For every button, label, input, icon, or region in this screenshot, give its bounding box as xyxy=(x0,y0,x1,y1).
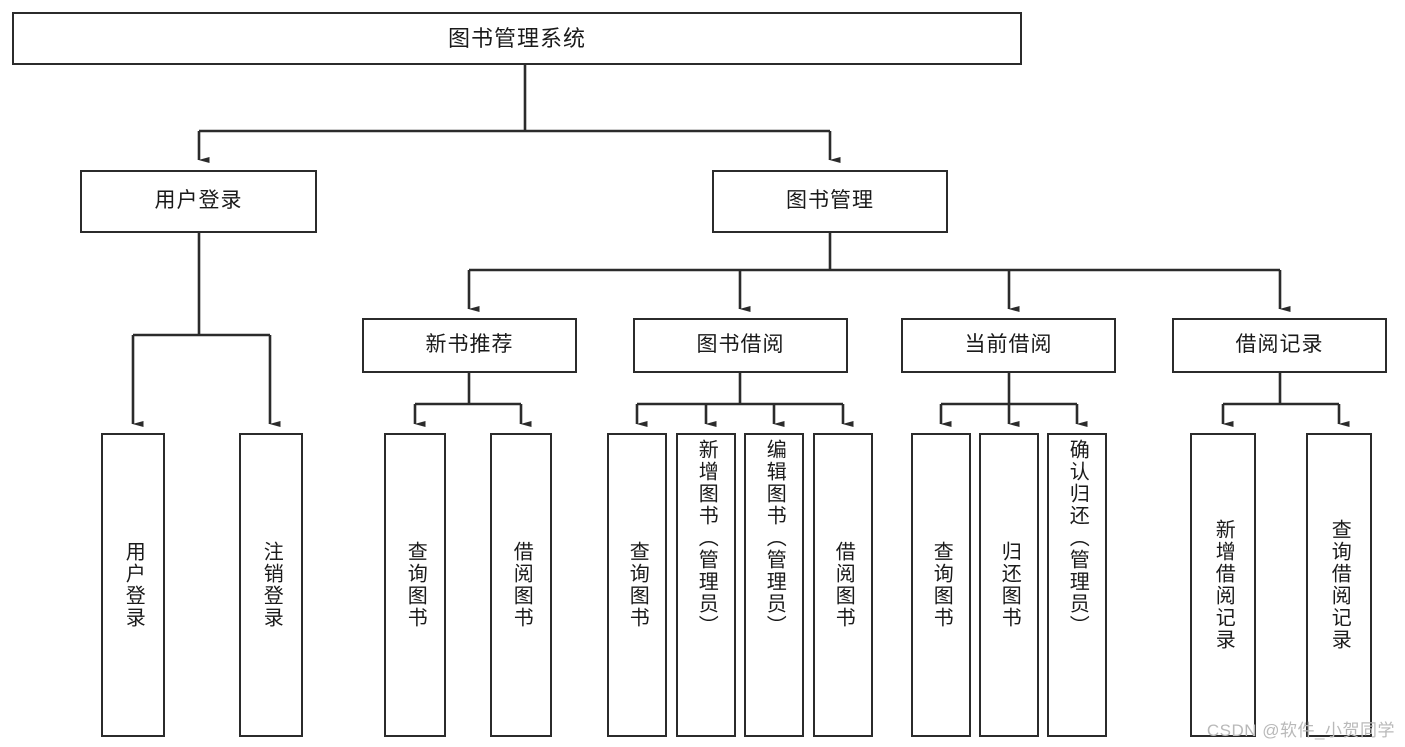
node-label: 新增借阅记录 xyxy=(1212,519,1235,651)
node-new-book-recommendation[interactable]: 新书推荐 xyxy=(362,318,577,373)
node-root-book-management-system[interactable]: 图书管理系统 xyxy=(12,12,1022,65)
node-label: 查询图书 xyxy=(930,541,953,629)
node-label: 当前借阅 xyxy=(964,333,1053,357)
node-book-borrowing[interactable]: 图书借阅 xyxy=(633,318,848,373)
leaf-confirm-return-admin[interactable]: 确认归还（管理员） xyxy=(1047,433,1107,737)
node-label: 新增图书（管理员） xyxy=(695,439,718,637)
node-label: 借阅图书 xyxy=(510,541,533,629)
node-current-borrowing[interactable]: 当前借阅 xyxy=(901,318,1116,373)
node-user-login[interactable]: 用户登录 xyxy=(80,170,317,233)
node-label: 图书管理 xyxy=(786,189,874,213)
node-label: 查询借阅记录 xyxy=(1328,519,1351,651)
leaf-query-books-current[interactable]: 查询图书 xyxy=(911,433,971,737)
node-label: 用户登录 xyxy=(122,541,145,629)
node-label: 图书借阅 xyxy=(696,333,785,357)
leaf-borrow-books[interactable]: 借阅图书 xyxy=(813,433,873,737)
node-label: 新书推荐 xyxy=(425,333,514,357)
leaf-add-borrow-record[interactable]: 新增借阅记录 xyxy=(1190,433,1256,737)
node-book-management[interactable]: 图书管理 xyxy=(712,170,948,233)
node-label: 借阅记录 xyxy=(1235,333,1324,357)
leaf-query-books-new[interactable]: 查询图书 xyxy=(384,433,446,737)
node-label: 确认归还（管理员） xyxy=(1066,439,1089,637)
leaf-user-login[interactable]: 用户登录 xyxy=(101,433,165,737)
node-label: 用户登录 xyxy=(154,189,243,213)
leaf-query-borrow-record[interactable]: 查询借阅记录 xyxy=(1306,433,1372,737)
leaf-query-books-borrow[interactable]: 查询图书 xyxy=(607,433,667,737)
node-label: 借阅图书 xyxy=(832,541,855,629)
leaf-return-books[interactable]: 归还图书 xyxy=(979,433,1039,737)
node-label: 注销登录 xyxy=(260,541,283,629)
leaf-borrow-books-new[interactable]: 借阅图书 xyxy=(490,433,552,737)
node-label: 查询图书 xyxy=(626,541,649,629)
node-label: 查询图书 xyxy=(404,541,427,629)
node-borrowing-records[interactable]: 借阅记录 xyxy=(1172,318,1387,373)
csdn-watermark: CSDN @软件_小贺同学 xyxy=(1206,721,1395,740)
leaf-logout[interactable]: 注销登录 xyxy=(239,433,303,737)
node-label: 归还图书 xyxy=(998,541,1021,629)
leaf-add-book-admin[interactable]: 新增图书（管理员） xyxy=(676,433,736,737)
leaf-edit-book-admin[interactable]: 编辑图书（管理员） xyxy=(744,433,804,737)
node-label: 编辑图书（管理员） xyxy=(763,439,786,637)
node-label: 图书管理系统 xyxy=(447,25,586,51)
